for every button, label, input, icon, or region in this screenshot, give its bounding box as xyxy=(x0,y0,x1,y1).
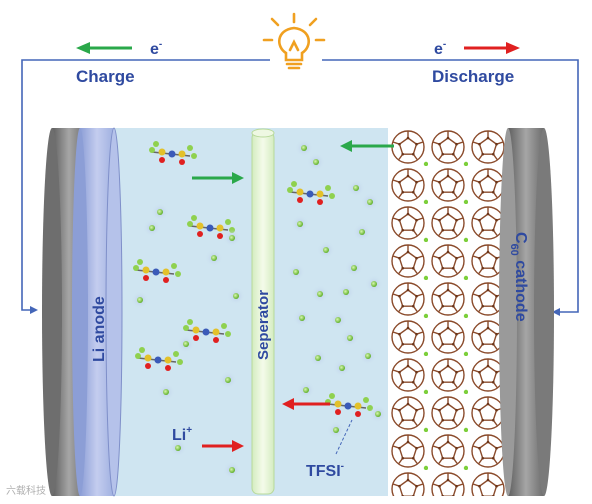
tfsi-label: TFSI- xyxy=(306,461,344,480)
li-ion xyxy=(375,411,381,417)
li-ion xyxy=(229,467,235,473)
li-ion xyxy=(313,159,319,165)
li-ion xyxy=(157,209,163,215)
li-ion xyxy=(371,281,377,287)
electron-label-right: e- xyxy=(434,39,446,58)
external-circuit-wire xyxy=(21,59,579,313)
cathode-current-collector xyxy=(499,128,554,496)
li-ion xyxy=(303,387,309,393)
li-ion xyxy=(353,185,359,191)
wire-arrowhead-left xyxy=(30,306,38,314)
li-ion xyxy=(183,341,189,347)
charge-label: Charge xyxy=(76,67,135,86)
lightbulb-icon xyxy=(262,12,326,70)
li-ion xyxy=(359,229,365,235)
anode-label: Li anode xyxy=(91,296,108,362)
li-ion xyxy=(351,265,357,271)
li-ion xyxy=(367,199,373,205)
watermark: 六载科技 xyxy=(6,484,46,497)
wire-arrowhead-right xyxy=(552,308,560,316)
separator-label: Seperator xyxy=(255,290,272,360)
li-ion xyxy=(333,427,339,433)
electron-label-left: e- xyxy=(150,39,162,58)
li-ion xyxy=(301,145,307,151)
li-ion-label: Li+ xyxy=(172,425,192,444)
li-ion xyxy=(297,221,303,227)
tfsi-pointer xyxy=(335,419,353,455)
ion-flow-arrow-red-lower xyxy=(282,398,330,410)
li-ion xyxy=(211,255,217,261)
cathode-label: C60 cathode xyxy=(508,232,529,322)
li-ion xyxy=(163,389,169,395)
discharge-electron-arrow xyxy=(464,42,520,54)
ion-flow-arrow-green-cathode xyxy=(340,140,394,152)
li-ion xyxy=(347,335,353,341)
li-ion xyxy=(323,247,329,253)
li-ion xyxy=(343,289,349,295)
charge-electron-arrow xyxy=(76,42,132,54)
li-ion xyxy=(365,353,371,359)
li-anode xyxy=(72,127,123,497)
ion-flow-arrow-red-li xyxy=(202,440,244,452)
separator-membrane xyxy=(251,128,275,495)
li-ion xyxy=(299,315,305,321)
li-ion xyxy=(225,377,231,383)
li-ion xyxy=(229,235,235,241)
li-ion xyxy=(233,293,239,299)
c60-cathode-region xyxy=(388,128,516,496)
li-ion xyxy=(149,225,155,231)
li-ion xyxy=(137,297,143,303)
li-ion xyxy=(317,291,323,297)
li-ion xyxy=(175,445,181,451)
ion-flow-arrow-green-upper xyxy=(192,172,244,184)
li-ion xyxy=(335,317,341,323)
li-ion xyxy=(293,269,299,275)
li-ion xyxy=(315,355,321,361)
li-ions xyxy=(131,139,387,479)
discharge-label: Discharge xyxy=(432,67,514,86)
li-ion xyxy=(339,365,345,371)
